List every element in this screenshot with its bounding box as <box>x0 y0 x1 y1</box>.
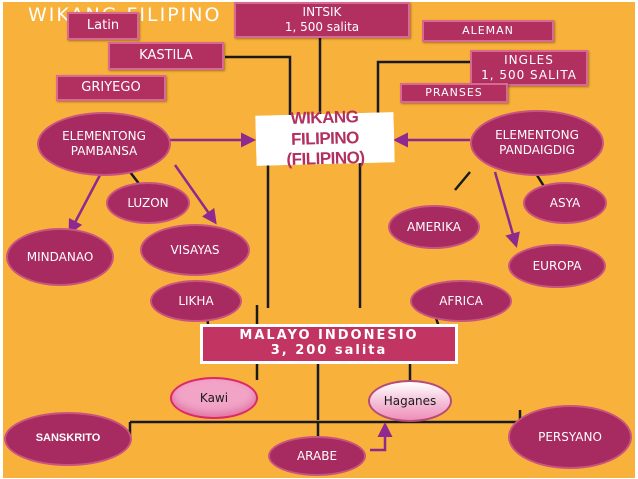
node-pranses: PRANSES <box>400 83 508 103</box>
node-haganes: Haganes <box>368 380 452 422</box>
node-griyego: GRIYEGO <box>56 75 166 101</box>
node-asya: ASYA <box>523 182 607 224</box>
arrow-pambansa-mindanao <box>68 174 102 235</box>
arrow-pandaigdig-europa <box>493 171 520 248</box>
node-wikang-filipino: WIKANG FILIPINO (FILIPINO) <box>255 108 395 169</box>
node-visayas: VISAYAS <box>140 224 250 276</box>
node-luzon: LUZON <box>106 182 190 224</box>
node-elementong-pambansa: ELEMENTONG PAMBANSA <box>37 112 171 176</box>
node-persyano: PERSYANO <box>508 405 632 469</box>
node-arabe: ARABE <box>268 436 366 476</box>
node-europa: EUROPA <box>508 244 606 288</box>
node-latin: Latin <box>67 12 139 40</box>
node-sanskrito: SANSKRITO <box>4 412 132 466</box>
node-malayo-indonesio: MALAYO INDONESIO 3, 200 salita <box>200 324 458 364</box>
node-kawi: Kawi <box>170 377 258 419</box>
node-likha: LIKHA <box>150 280 242 322</box>
connector-ingles-wikang <box>376 60 470 115</box>
node-africa: AFRICA <box>410 280 512 322</box>
arrow-pambansa-visayas <box>173 164 217 225</box>
arrow-arabe-haganes <box>370 422 393 452</box>
node-aleman: ALEMAN <box>422 20 554 42</box>
node-elementong-pandaigdig: ELEMENTONG PANDAIGDIG <box>470 110 604 176</box>
node-intsik: INTSIK 1, 500 salita <box>234 2 410 38</box>
connector-kastila-wikang <box>225 55 292 115</box>
node-ingles: INGLES 1, 500 SALITA <box>470 50 588 86</box>
node-mindanao: MINDANAO <box>6 228 114 286</box>
node-kastila: KASTILA <box>108 42 224 70</box>
node-amerika: AMERIKA <box>388 205 480 249</box>
connector-pandaigdig-amerika <box>454 171 471 191</box>
